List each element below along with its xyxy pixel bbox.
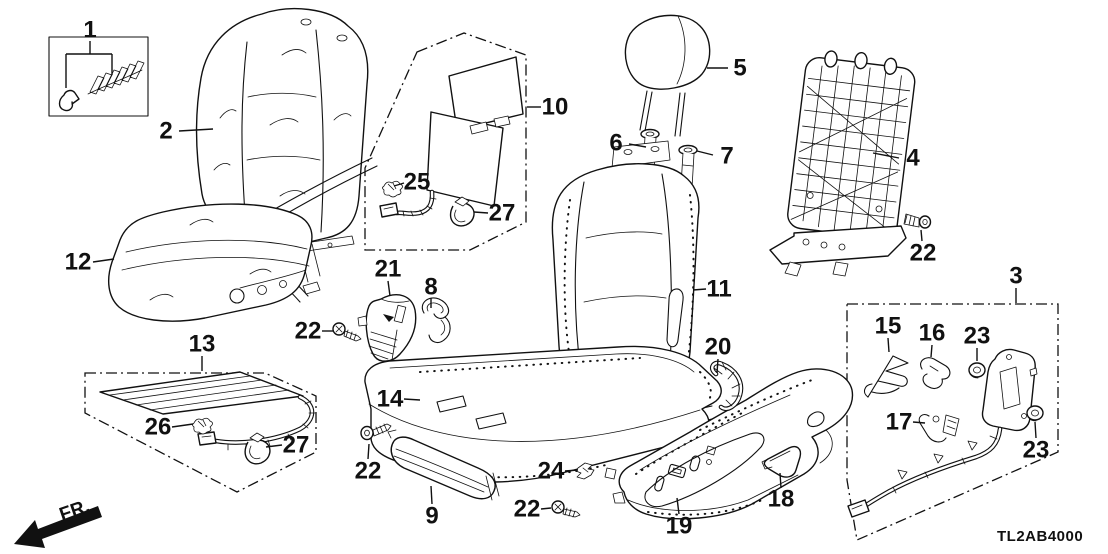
clip-24-drawing (575, 462, 595, 480)
callout-leader-line (265, 444, 283, 448)
callout-leader-line (430, 485, 433, 505)
callout-2-1: 2 (159, 118, 172, 145)
bolt-22-frame-drawing (903, 213, 932, 229)
callout-leader-line (564, 469, 579, 472)
callout-19-23: 19 (666, 513, 693, 540)
clip-15-drawing (863, 355, 909, 398)
callout-leader-line (403, 398, 421, 401)
callout-4-9: 4 (906, 145, 920, 172)
callout-22-10: 22 (910, 240, 937, 267)
callout-9-19: 9 (425, 503, 438, 530)
nut-23-lower-drawing (1026, 405, 1044, 422)
band-20-drawing (709, 360, 744, 412)
callout-24-21: 24 (538, 458, 565, 485)
callout-22-20: 22 (355, 458, 382, 485)
callout-10-3: 10 (542, 94, 569, 121)
seat-back-frame-drawing (769, 50, 916, 277)
callout-11-11: 11 (706, 276, 731, 303)
screw-22-center-drawing (551, 500, 581, 518)
callout-3-26: 3 (1009, 263, 1022, 290)
callout-22-22: 22 (514, 496, 541, 523)
callout-16-28: 16 (919, 320, 946, 347)
callout-leader-line (696, 150, 714, 156)
callout-14-18: 14 (377, 386, 404, 413)
callout-leader-line (92, 258, 115, 263)
callout-23-29: 23 (964, 323, 991, 350)
side-airbag-box-3 (846, 303, 1059, 541)
clip-8-drawing (421, 285, 451, 344)
callout-27-5: 27 (489, 200, 516, 227)
callout-leader-line (1034, 421, 1037, 439)
bracket-17-drawing (918, 414, 960, 443)
headrest-drawing (624, 14, 711, 137)
bolt-22-front-drawing (360, 423, 392, 441)
wire-clamp-27-upper-drawing (449, 196, 475, 227)
callout-leader-line (676, 497, 680, 515)
cover-cap-18-drawing (761, 445, 802, 478)
clip-26-drawing (192, 417, 213, 435)
callout-25-4: 25 (404, 169, 431, 196)
clip-16-drawing (920, 357, 951, 389)
callout-12-2: 12 (65, 249, 92, 276)
callout-17-30: 17 (886, 409, 913, 436)
callout-leader-line (872, 152, 900, 159)
callout-leader-line (171, 423, 194, 428)
front-direction-arrow: FR. (14, 496, 102, 548)
seat-heater-cushion-box-13 (84, 372, 317, 493)
seat-cushion-cover-drawing (107, 203, 313, 322)
callout-leader-line (178, 128, 214, 132)
nut-23-upper-drawing (968, 362, 986, 379)
callout-13-12: 13 (189, 331, 216, 358)
callout-26-13: 26 (145, 414, 172, 441)
callout-5-6: 5 (733, 55, 746, 82)
callout-leader-line (628, 143, 647, 148)
callout-leader-line (540, 507, 552, 510)
front-trim-9-drawing (387, 429, 500, 501)
seat-back-pad-drawing (551, 140, 700, 397)
clip-set-box-1 (48, 36, 149, 117)
callout-leader-line (887, 337, 890, 353)
clip-25-drawing (382, 180, 403, 198)
callout-leader-line (920, 229, 923, 242)
back-heater-pad-drawing (379, 56, 524, 218)
airbag-harness-drawing (847, 426, 1003, 518)
seat-back-cover-drawing (195, 8, 369, 252)
airbag-module-drawing (981, 348, 1038, 432)
callout-leader-line (692, 288, 707, 291)
wire-clamp-27-lower-drawing (244, 432, 271, 465)
callout-7-8: 7 (720, 143, 733, 170)
callout-leader-line (473, 211, 489, 214)
callout-20-24: 20 (705, 334, 732, 361)
callout-8-17: 8 (424, 274, 437, 301)
screw-22-left-drawing (332, 322, 362, 342)
callout-leader-line (779, 472, 782, 489)
callout-leader-line (912, 421, 926, 424)
callout-18-25: 18 (768, 486, 795, 513)
callout-leader-line (930, 344, 933, 358)
seat-heater-back-box-10 (364, 32, 527, 251)
recline-cover-21-drawing (357, 294, 417, 362)
callout-15-27: 15 (875, 313, 902, 340)
cushion-heater-pad-drawing (99, 371, 316, 451)
callout-6-7: 6 (609, 130, 622, 157)
diagram-code: TL2AB4000 (997, 528, 1083, 545)
callout-21-16: 21 (375, 256, 402, 283)
power-side-cover-19-drawing (604, 368, 854, 520)
callout-1-0: 1 (83, 17, 96, 44)
callout-27-14: 27 (283, 432, 310, 459)
callout-23-31: 23 (1023, 437, 1050, 464)
callout-leader-line (387, 280, 391, 297)
callout-22-15: 22 (295, 318, 322, 345)
callout-leader-line (393, 182, 405, 187)
seat-cushion-pad-drawing (364, 345, 722, 483)
callout-leader-line (367, 443, 370, 460)
callout-leader-line (716, 358, 719, 374)
